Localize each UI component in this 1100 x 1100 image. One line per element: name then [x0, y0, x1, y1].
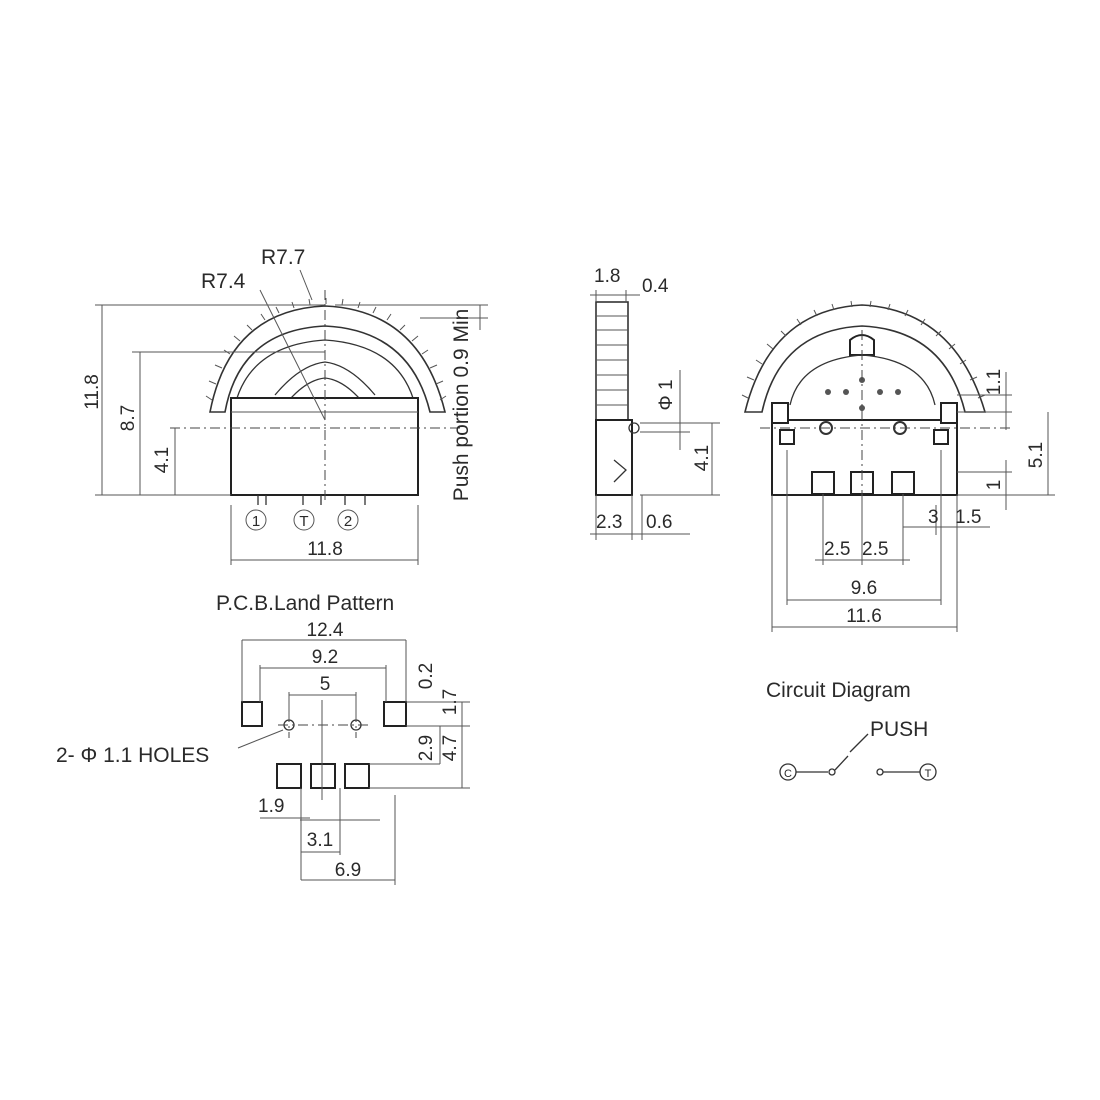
side-pivot: [628, 422, 640, 434]
back-left-lug: [771, 402, 789, 424]
front-view: 1 T 2 R7.7 R7.4 11.8 8.7 4.1 11.8 Push p…: [82, 246, 488, 565]
dim-land-1-7: 1.7: [440, 689, 461, 715]
side-body: [595, 419, 633, 496]
circuit-node-right-label: T: [925, 768, 932, 780]
front-knurl-arc: [209, 305, 447, 413]
circuit-node-left-label: C: [784, 768, 792, 780]
push-portion-note: Push portion 0.9 Min: [450, 309, 473, 502]
back-view: 1.1 5.1 1 2.5 2.5 3 1.5 9.6 11.6: [741, 300, 1055, 632]
dim-back-1-1: 1.1: [984, 369, 1005, 395]
terminal-2-label: 2: [344, 513, 352, 530]
land-pattern-title: P.C.B.Land Pattern: [216, 592, 394, 615]
front-push-arc: [274, 361, 376, 396]
circuit-title: Circuit Diagram: [766, 679, 911, 702]
dim-front-height-base: 4.1: [152, 447, 173, 473]
land-pad-left-top: [241, 701, 263, 727]
dim-side-base-offset: 0.6: [646, 512, 672, 533]
land-pattern: P.C.B.Land Pattern 12: [56, 592, 470, 885]
dim-land-width-inner: 5: [320, 674, 331, 695]
dim-back-5-1: 5.1: [1026, 442, 1047, 468]
front-terminals: [257, 495, 366, 505]
dim-land-6-9: 6.9: [335, 860, 361, 881]
land-pad-bottom-right: [344, 763, 370, 789]
dim-front-width: 11.8: [307, 539, 343, 560]
terminal-t-label: T: [299, 513, 308, 530]
land-pad-bottom-left: [276, 763, 302, 789]
terminal-1-label: 1: [252, 513, 260, 530]
land-pad-bottom-center: [310, 763, 336, 789]
dim-side-top-offset: 0.4: [642, 276, 669, 297]
dim-r7-4: R7.4: [201, 270, 246, 293]
dim-land-width-outer: 12.4: [307, 620, 344, 641]
dim-back-span-outer: 11.6: [846, 606, 882, 627]
terminal-1-marker: [245, 509, 267, 531]
dim-land-4-7: 4.7: [440, 735, 461, 761]
dim-side-height-base: 4.1: [692, 445, 713, 471]
dim-back-pitch-left: 2.5: [824, 539, 850, 560]
dim-side-top-width: 1.8: [594, 266, 620, 287]
dim-back-span-inner: 9.6: [851, 578, 877, 599]
circuit-node-right: [919, 763, 937, 781]
dim-r7-7: R7.7: [261, 246, 305, 269]
back-knurl-arc: [743, 304, 987, 413]
terminal-2-marker: [337, 509, 359, 531]
dim-land-2-9: 2.9: [416, 735, 437, 761]
back-right-lug: [940, 402, 958, 424]
circuit-diagram: Circuit Diagram PUSH C T: [766, 679, 937, 781]
side-view: 1.8 0.4 Φ 1 4.1 2.3 0.6: [590, 266, 720, 540]
back-pin-right: [891, 471, 915, 495]
dim-back-1: 1: [984, 480, 1005, 491]
front-knurl-teeth: [205, 298, 447, 401]
dim-back-pitch-right: 2.5: [862, 539, 888, 560]
dim-side-base-width: 2.3: [596, 512, 622, 533]
dim-back-1-5: 1.5: [955, 507, 981, 528]
dim-land-width-mid: 9.2: [312, 647, 338, 668]
circuit-switch-blade: [834, 755, 849, 771]
dim-front-height-center: 8.7: [118, 405, 139, 431]
side-knob: [595, 301, 629, 421]
land-holes-note: 2- Φ 1.1 HOLES: [56, 744, 209, 767]
land-pad-right-top: [383, 701, 407, 727]
terminal-t-marker: [293, 509, 315, 531]
dim-side-hole: Φ 1: [656, 379, 677, 410]
dim-front-height-total: 11.8: [82, 374, 103, 410]
dim-land-3-1: 3.1: [307, 830, 333, 851]
circuit-push-label: PUSH: [870, 718, 928, 741]
dim-back-3: 3: [928, 507, 939, 528]
back-pin-left: [811, 471, 835, 495]
dim-land-0-2: 0.2: [416, 663, 437, 689]
dim-land-1-9: 1.9: [258, 796, 284, 817]
